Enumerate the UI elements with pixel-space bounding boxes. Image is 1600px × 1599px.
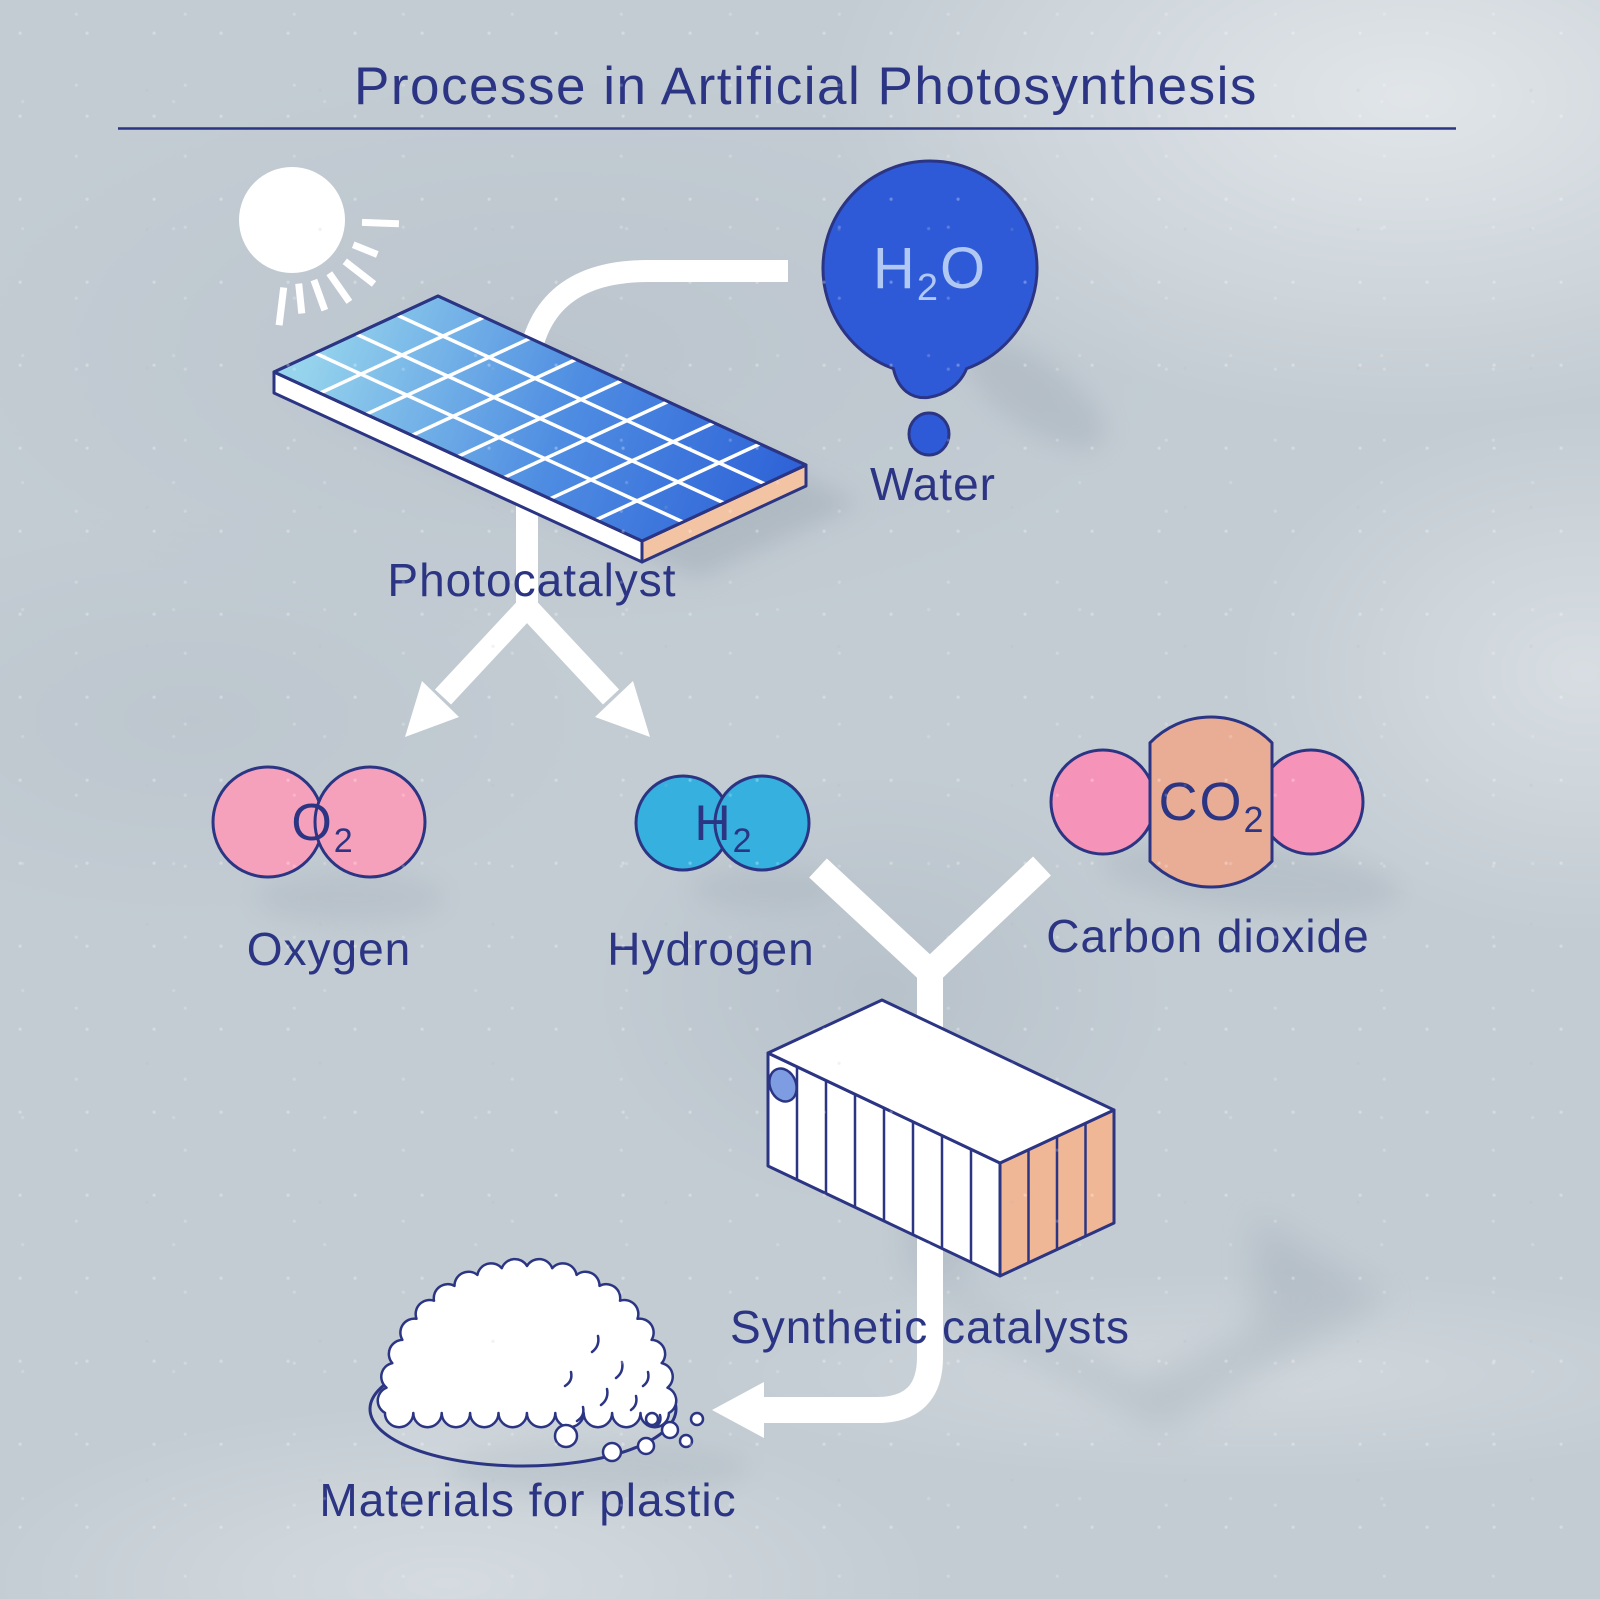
materials-for-plastic: [368, 1257, 705, 1468]
carbon-dioxide-label: Carbon dioxide: [1046, 910, 1369, 962]
hydrogen-label: Hydrogen: [607, 923, 814, 975]
pile-texture-marks: [563, 1334, 662, 1429]
water-shadow: [965, 340, 1105, 450]
powder-pile: [376, 1257, 678, 1429]
hydrogen-molecule: H2: [634, 774, 811, 872]
hydrogen-formula: H2: [694, 795, 753, 860]
co2-molecule: CO2: [1049, 715, 1365, 889]
co2-formula: CO2: [1158, 772, 1265, 840]
arrow-h2-co2-to-catalysts: [712, 856, 1051, 1438]
box-panel-lines: [795, 1066, 1087, 1263]
oxygen-label: Oxygen: [247, 923, 412, 975]
synthetic-catalysts-label: Synthetic catalysts: [730, 1301, 1130, 1353]
synthetic-catalysts-box: [766, 998, 1116, 1278]
co2-center: [1148, 715, 1274, 889]
droplet-shape: [821, 159, 1039, 400]
hydrogen-shadow: [690, 866, 840, 910]
sun-icon: [239, 167, 400, 326]
labels: Processe in Artificial Photosynthesis Wa…: [118, 57, 1456, 1526]
plastic-pellets: [553, 1411, 705, 1463]
arrowhead-to-hydrogen: [595, 681, 650, 737]
panel-top-outline: [272, 294, 808, 543]
photocatalyst-panel: [272, 294, 808, 564]
water-formula: H2O: [873, 236, 987, 309]
materials-for-plastic-label: Materials for plastic: [319, 1474, 736, 1526]
oxygen-molecule: O2: [211, 765, 427, 879]
water-droplet: H2O: [821, 159, 1039, 457]
panel-grid: [314, 313, 766, 524]
photocatalyst-label: Photocatalyst: [387, 554, 676, 606]
water-label: Water: [870, 458, 996, 510]
oxygen-shadow: [255, 872, 445, 924]
droplet-dot: [907, 411, 951, 457]
box-shadow: [908, 1105, 1390, 1430]
box-porthole: [768, 1067, 798, 1103]
arrowhead-to-oxygen: [405, 681, 459, 737]
plate-shadow: [450, 1440, 750, 1496]
page-title: Processe in Artificial Photosynthesis: [354, 57, 1258, 116]
box-top-face: [766, 998, 1116, 1165]
oxygen-formula: O2: [291, 794, 354, 860]
arrowhead-to-plastic: [712, 1382, 764, 1438]
